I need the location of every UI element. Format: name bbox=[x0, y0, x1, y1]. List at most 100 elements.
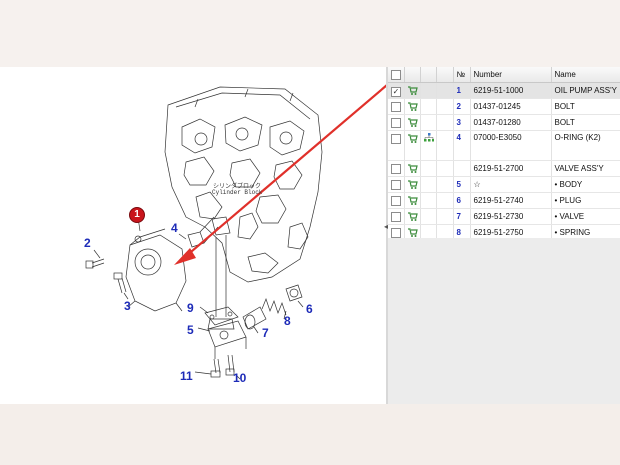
row-checkbox-cell[interactable] bbox=[388, 98, 405, 115]
column-header-name[interactable]: Name bbox=[551, 67, 620, 83]
row-part-number: 6219-51-2700 bbox=[470, 160, 552, 177]
add-to-cart-cell[interactable] bbox=[404, 98, 421, 115]
callout-6[interactable]: 6 bbox=[306, 302, 313, 316]
tree-structure-icon bbox=[423, 133, 434, 142]
row-part-name: • SPRING bbox=[551, 224, 620, 238]
table-row[interactable]: 5☆• BODY bbox=[388, 176, 620, 193]
row-checkbox[interactable] bbox=[391, 211, 401, 222]
row-checkbox-cell[interactable] bbox=[388, 130, 405, 161]
row-checkbox[interactable]: ✓ bbox=[391, 86, 401, 97]
add-to-cart-cell[interactable] bbox=[404, 192, 421, 209]
row-checkbox-cell[interactable] bbox=[388, 176, 405, 193]
cart-icon bbox=[407, 228, 418, 237]
row-part-number: 01437-01280 bbox=[470, 114, 552, 131]
row-checkbox[interactable] bbox=[391, 163, 401, 174]
row-part-name: • BODY bbox=[551, 176, 620, 193]
row-position-number: 7 bbox=[453, 208, 471, 225]
row-part-name: O-RING (K2) bbox=[551, 130, 620, 161]
tree-cell bbox=[420, 176, 437, 193]
callout-10[interactable]: 10 bbox=[233, 371, 247, 385]
row-part-name: BOLT bbox=[551, 98, 620, 115]
select-all-header[interactable] bbox=[388, 67, 405, 83]
row-checkbox[interactable] bbox=[391, 195, 401, 206]
row-part-name: OIL PUMP ASS'Y bbox=[551, 82, 620, 99]
splitter-arrow-icon[interactable]: ◂ bbox=[384, 222, 389, 231]
add-to-cart-cell[interactable] bbox=[404, 224, 421, 238]
tree-cell bbox=[420, 192, 437, 209]
row-part-name: • VALVE bbox=[551, 208, 620, 225]
row-checkbox-cell[interactable] bbox=[388, 224, 405, 238]
add-to-cart-cell[interactable] bbox=[404, 82, 421, 99]
row-part-number: 07000-E3050 bbox=[470, 130, 552, 161]
row-checkbox-cell[interactable]: ✓ bbox=[388, 82, 405, 99]
row-checkbox-cell[interactable] bbox=[388, 208, 405, 225]
callout-9[interactable]: 9 bbox=[187, 301, 194, 315]
row-position-number: 4 bbox=[453, 130, 471, 161]
diagram-drawing bbox=[85, 84, 387, 380]
callout-7[interactable]: 7 bbox=[262, 326, 269, 340]
tree-cell[interactable] bbox=[420, 130, 437, 161]
row-part-number: 6219-51-2740 bbox=[470, 192, 552, 209]
row-part-number: 6219-51-2750 bbox=[470, 224, 552, 238]
parts-diagram[interactable]: シリンダブロック Cylinder Block 1 2 3 4 5 6 7 8 … bbox=[0, 67, 387, 404]
add-to-cart-cell[interactable] bbox=[404, 176, 421, 193]
callout-11[interactable]: 11 bbox=[180, 369, 193, 383]
row-checkbox[interactable] bbox=[391, 227, 401, 238]
row-checkbox-cell[interactable] bbox=[388, 192, 405, 209]
row-checkbox[interactable] bbox=[391, 117, 401, 128]
row-part-number: 6219-51-1000 bbox=[470, 82, 552, 99]
callout-3[interactable]: 3 bbox=[124, 299, 131, 313]
blank-cell bbox=[436, 82, 454, 99]
blank-header bbox=[436, 67, 454, 83]
row-part-name: • PLUG bbox=[551, 192, 620, 209]
blank-cell bbox=[436, 176, 454, 193]
row-checkbox-cell[interactable] bbox=[388, 114, 405, 131]
tree-cell bbox=[420, 208, 437, 225]
add-to-cart-cell[interactable] bbox=[404, 208, 421, 225]
cart-icon bbox=[407, 102, 418, 111]
callout-5[interactable]: 5 bbox=[187, 323, 194, 337]
callout-8[interactable]: 8 bbox=[284, 314, 291, 328]
tree-cell bbox=[420, 98, 437, 115]
row-checkbox[interactable] bbox=[391, 179, 401, 190]
tree-cell bbox=[420, 224, 437, 238]
column-header-number[interactable]: Number bbox=[470, 67, 552, 83]
add-to-cart-cell[interactable] bbox=[404, 130, 421, 161]
callout-2[interactable]: 2 bbox=[84, 236, 91, 250]
tree-cell bbox=[420, 82, 437, 99]
tree-cell bbox=[420, 114, 437, 131]
add-to-cart-cell[interactable] bbox=[404, 114, 421, 131]
row-checkbox[interactable] bbox=[391, 101, 401, 112]
row-position-number: 2 bbox=[453, 98, 471, 115]
blank-cell bbox=[436, 208, 454, 225]
cylinder-block-label-jp: シリンダブロック bbox=[213, 184, 262, 190]
cart-icon bbox=[407, 118, 418, 127]
cylinder-block-label-en: Cylinder Block bbox=[212, 189, 263, 196]
cart-icon bbox=[407, 212, 418, 221]
top-background bbox=[0, 0, 620, 67]
row-checkbox[interactable] bbox=[391, 134, 401, 144]
column-header-no[interactable]: № bbox=[453, 67, 471, 83]
callout-1[interactable]: 1 bbox=[129, 207, 145, 223]
add-to-cart-cell[interactable] bbox=[404, 160, 421, 177]
row-position-number: 6 bbox=[453, 192, 471, 209]
cart-icon bbox=[407, 86, 418, 95]
table-header: № Number Name bbox=[388, 67, 620, 83]
row-position-number: 5 bbox=[453, 176, 471, 193]
select-all-checkbox[interactable] bbox=[391, 69, 401, 80]
bottom-background bbox=[0, 404, 620, 465]
row-position-number: 3 bbox=[453, 114, 471, 131]
callout-4[interactable]: 4 bbox=[171, 221, 178, 235]
row-checkbox-cell[interactable] bbox=[388, 160, 405, 177]
panel-splitter[interactable] bbox=[386, 67, 388, 404]
